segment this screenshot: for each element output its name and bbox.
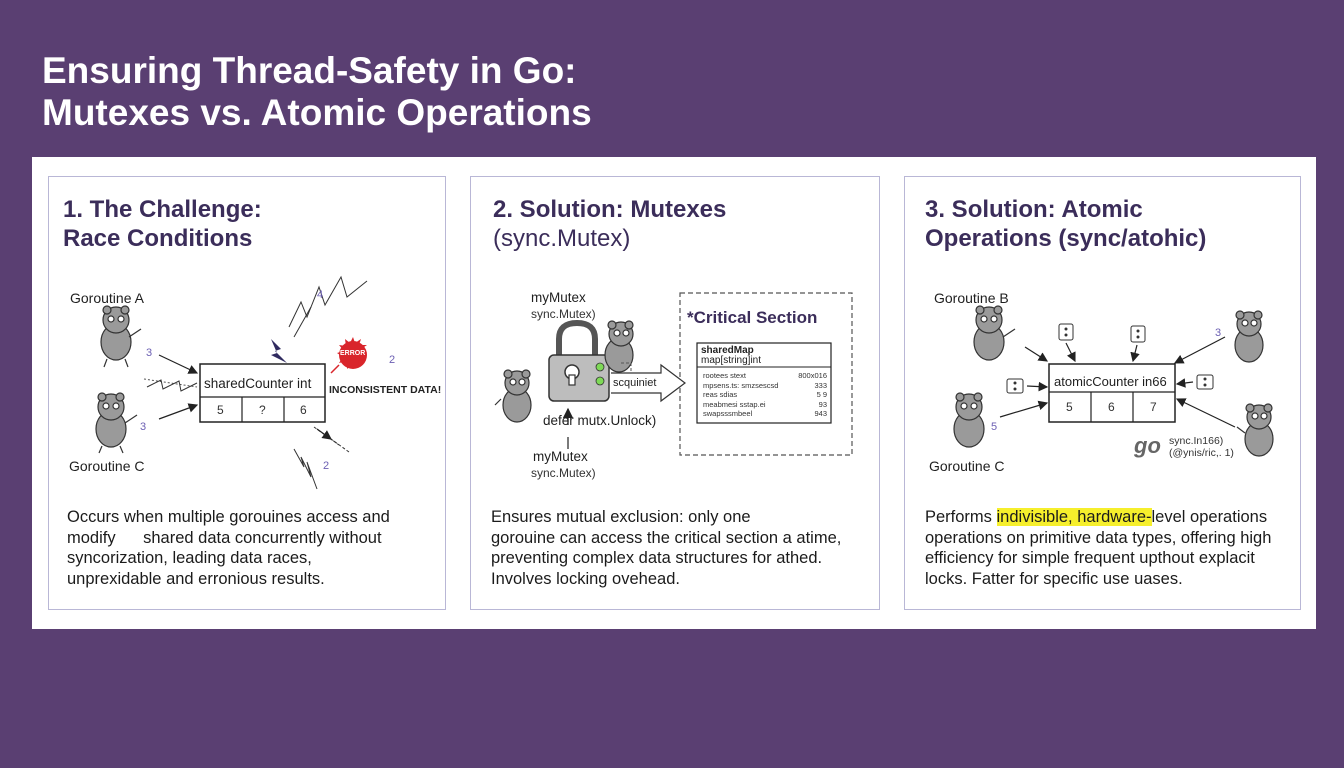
panel-1-heading: 1. The Challenge: Race Conditions (63, 195, 262, 253)
page-title: Ensuring Thread-Safety in Go: Mutexes vs… (42, 50, 592, 134)
race-num-1: 4 (317, 289, 324, 301)
gopher-c-icon (95, 392, 138, 454)
atomic-num-1: 3 (1215, 327, 1222, 339)
panel-3-description: Performs indivisible, hardware-level ope… (925, 507, 1295, 589)
critical-section-title: *Critical Section (687, 308, 818, 327)
race-num-3: 3 (146, 347, 153, 359)
gopher-c-icon (953, 392, 985, 448)
gopher-a-icon (100, 305, 142, 368)
desc-1-line-3: syncorization, leading data races, (67, 549, 312, 567)
counter-cell-3: 6 (300, 403, 307, 417)
atomic-diagram (953, 305, 1274, 457)
panel-atomic-operations: 3. Solution: Atomic Operations (sync/ato… (904, 176, 1301, 610)
goroutine-c-label: Goroutine C (929, 458, 1005, 474)
panel-1-description: Occurs when multiple gorouines access an… (67, 507, 427, 589)
desc-2-line-4: Involves locking ovehead. (491, 569, 680, 588)
panel-mutexes: 2. Solution: Mutexes (sync.Mutex) (470, 176, 880, 610)
desc-3-before: Performs (925, 508, 997, 526)
padlock-icon (548, 319, 610, 402)
panel-3-heading-line-2: Operations (sync/atohic) (925, 225, 1207, 252)
map-value: 800x016 (798, 371, 827, 380)
panel-3-heading-line-1: 3. Solution: Atomic (925, 196, 1143, 223)
panel-3-heading: 3. Solution: Atomic Operations (sync/ato… (925, 195, 1206, 253)
panel-2-heading: 2. Solution: Mutexes (sync.Mutex) (493, 195, 726, 253)
desc-2-line-2: gorouine can access the critical section… (491, 528, 842, 547)
mutex-top-type: sync.Mutex) (531, 307, 596, 321)
gopher-left-icon (494, 369, 532, 423)
mutex-top-name: myMutex (531, 290, 586, 305)
atomic-num-3: 5 (991, 421, 998, 433)
map-row: reas sdias 5 9 (703, 390, 827, 400)
gopher-right-top-icon (1234, 310, 1264, 363)
gopher-right-bottom-icon (1236, 403, 1274, 457)
go-note-line-1: sync.In166) (1169, 435, 1224, 447)
title-line-2: Mutexes vs. Atomic Operations (42, 92, 592, 133)
race-num-5: 2 (323, 460, 330, 472)
defer-unlock-label: defer mutx.Unlock) (543, 413, 657, 428)
goroutine-a-label: Goroutine A (70, 290, 144, 306)
desc-1-line-1: Occurs when multiple gorouines access an… (67, 508, 390, 526)
desc-3-highlight: indivisible, hardware- (996, 508, 1152, 526)
desc-1-line-4: unprexidable and erronious results. (67, 569, 325, 588)
acquire-arrow-label: scquiniet (613, 377, 657, 389)
atomic-cell-1: 5 (1066, 400, 1073, 414)
panel-1-heading-line-1: 1. The Challenge: (63, 196, 262, 223)
desc-2-line-3: preventing complex data structures for a… (491, 549, 823, 567)
map-row: meabmesi sstap.ei 93 (703, 400, 827, 410)
atomic-cell-3: 7 (1150, 400, 1157, 414)
counter-cell-2: ? (259, 403, 266, 417)
panel-1-heading-line-2: Race Conditions (63, 225, 253, 252)
mutex-bottom-type: sync.Mutex) (531, 466, 596, 480)
shared-counter-label: sharedCounter int (204, 376, 312, 391)
map-rows: rootees stext 800x016 mpsens.ts: smzsescs… (703, 371, 827, 419)
atomic-glyph-icon (1006, 323, 1214, 394)
desc-3-line-4: locks. Fatter for specific use uases. (925, 569, 1183, 588)
goroutine-b-label: Goroutine B (934, 290, 1009, 306)
map-value: 333 (814, 380, 827, 390)
map-value: 943 (814, 409, 827, 418)
map-row: mpsens.ts: smzsescsd 333 (703, 381, 827, 391)
panel-2-heading-line-2: (sync.Mutex) (493, 225, 631, 252)
desc-3-line-2: operations on primitive data types, offe… (925, 528, 1272, 547)
desc-1-line-2: modify shared data concurrently without (67, 528, 382, 547)
content-sheet: 1. The Challenge: Race Conditions (32, 157, 1316, 629)
go-logo-icon: go (1134, 433, 1161, 458)
map-value: 93 (818, 399, 827, 409)
panel-2-heading-line-1: 2. Solution: Mutexes (493, 196, 727, 223)
race-num-4: 3 (140, 421, 147, 433)
map-key: swapsssmbeel (703, 409, 753, 418)
inconsistent-data-warning: INCONSISTENT DATA! (329, 384, 442, 396)
panel-race-conditions: 1. The Challenge: Race Conditions (48, 176, 446, 610)
title-line-1: Ensuring Thread-Safety in Go: (42, 50, 577, 91)
gopher-lock-icon (604, 320, 634, 373)
desc-3-line-3: efficiency for simple frequent upthout e… (925, 549, 1255, 567)
panel-2-description: Ensures mutual exclusion: only one gorou… (491, 507, 871, 589)
map-row: rootees stext 800x016 (703, 371, 827, 381)
map-value: 5 9 (816, 390, 827, 399)
goroutine-c-label: Goroutine C (69, 458, 145, 474)
desc-3-after: level operations (1151, 508, 1268, 526)
map-key: reas sdias (703, 390, 738, 399)
error-badge-label: ERROR (340, 350, 366, 357)
counter-cell-1: 5 (217, 403, 224, 417)
go-note-line-2: (@ynis/ric,. 1) (1169, 447, 1234, 459)
map-row: swapsssmbeel 943 (703, 409, 827, 419)
race-diagram (95, 275, 368, 490)
map-key: mpsens.ts: smzsescsd (703, 380, 779, 390)
desc-2-line-1: Ensures mutual exclusion: only one (491, 508, 751, 526)
critical-section-box (679, 292, 853, 456)
shared-map-name: sharedMap (701, 345, 754, 356)
mutex-bottom-name: myMutex (533, 449, 588, 464)
race-num-2: 2 (389, 354, 396, 366)
map-key: rootees stext (703, 371, 746, 380)
map-key: meabmesi sstap.ei (703, 399, 766, 409)
gopher-b-icon (973, 305, 1016, 361)
mutex-diagram (494, 292, 853, 456)
atomic-cell-2: 6 (1108, 400, 1115, 414)
shared-map-type: map[string]int (701, 355, 762, 366)
atomic-counter-label: atomicCounter in66 (1054, 374, 1167, 389)
